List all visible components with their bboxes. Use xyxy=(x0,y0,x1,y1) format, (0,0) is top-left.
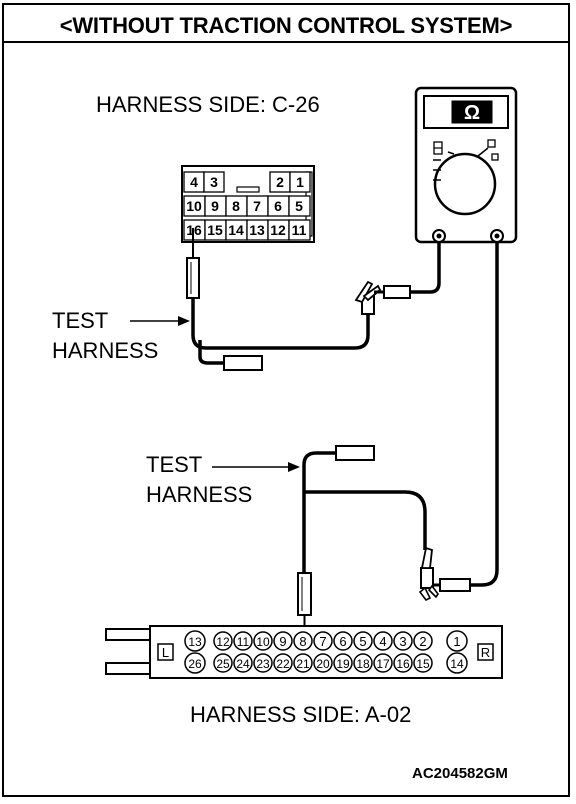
a02-pin-number: 13 xyxy=(188,635,202,649)
a02-pin-circle xyxy=(446,630,468,652)
a02-pin-number: 26 xyxy=(188,657,202,671)
a02-side-left: L xyxy=(162,645,169,660)
a02-pin-circle xyxy=(393,631,413,651)
a02-pin-circle xyxy=(353,631,373,651)
a02-pin-circle xyxy=(273,631,293,651)
c26-pin: 6 xyxy=(274,198,282,214)
a02-pin-number: 11 xyxy=(237,635,250,649)
figure-code: AC204582GM xyxy=(412,765,508,782)
a02-pin-number: 22 xyxy=(276,657,290,671)
a02-pin-circle xyxy=(253,631,273,651)
header-band: <WITHOUT TRACTION CONTROL SYSTEM> xyxy=(4,5,568,43)
c26-pin: 9 xyxy=(211,198,219,214)
test-harness-2-wires xyxy=(297,445,427,640)
a02-pin-circle xyxy=(333,653,353,673)
harness-side-a02-label: HARNESS SIDE: A-02 xyxy=(190,702,411,727)
a02-pin-number: 9 xyxy=(279,634,286,649)
c26-pin: 5 xyxy=(295,198,303,214)
a02-pin-number: 20 xyxy=(316,657,330,671)
a02-pin-number: 17 xyxy=(376,657,390,671)
a02-pin-number: 12 xyxy=(216,635,230,649)
a02-pin-circle xyxy=(313,653,333,673)
selector-dial xyxy=(433,152,497,216)
a02-pin-number: 16 xyxy=(396,657,410,671)
a02-pin-circle xyxy=(233,653,253,673)
a02-pin-circle xyxy=(373,653,393,673)
a02-side-right: R xyxy=(481,645,490,660)
a02-pin-number: 2 xyxy=(419,634,426,649)
c26-pin: 13 xyxy=(249,222,265,238)
c26-pin: 2 xyxy=(276,174,284,190)
a02-pin-circle xyxy=(393,653,413,673)
a02-pin-number: 25 xyxy=(216,657,230,671)
meter-lead-2 xyxy=(418,242,499,602)
a02-pin-circle xyxy=(413,653,433,673)
a02-pin-circle xyxy=(253,653,273,673)
test-harness-1-wires xyxy=(191,242,441,371)
c26-pin: 1 xyxy=(296,174,304,190)
a02-pin-number: 19 xyxy=(336,657,350,671)
a02-pin-number: 14 xyxy=(450,657,464,671)
c26-pin: 7 xyxy=(253,198,261,214)
a02-pin-number: 21 xyxy=(296,657,310,671)
a02-pin-number: 23 xyxy=(256,657,270,671)
a02-pin-circle xyxy=(273,653,293,673)
a02-pin-circle xyxy=(413,631,433,651)
c26-pin: 11 xyxy=(292,222,307,238)
a02-pin-circle xyxy=(313,631,333,651)
a02-pin-circle xyxy=(213,631,233,651)
c26-pin: 8 xyxy=(232,198,240,214)
a02-pin-circle xyxy=(293,653,313,673)
a02-pin-circle xyxy=(293,631,313,651)
c26-pin: 3 xyxy=(210,174,218,190)
c26-pin: 4 xyxy=(190,174,198,190)
test-harness-2-label: TEST HARNESS xyxy=(146,452,300,507)
c26-pin: 10 xyxy=(186,198,202,214)
connector-c26: 4 3 2 1 10 9 8 7 6 5 16 15 14 13 12 11 xyxy=(181,165,315,243)
a02-pin-number: 24 xyxy=(236,657,250,671)
a02-pin-circle xyxy=(184,630,206,652)
a02-pin-number: 5 xyxy=(359,634,366,649)
harness-side-c26-label: HARNESS SIDE: C-26 xyxy=(96,92,320,117)
test-harness-1-label: TEST HARNESS xyxy=(52,308,190,363)
a02-pin-number: 18 xyxy=(356,657,370,671)
figure-title: <WITHOUT TRACTION CONTROL SYSTEM> xyxy=(59,13,513,38)
test-harness-1-line-1: TEST xyxy=(52,308,108,333)
a02-pin-number: 1 xyxy=(453,634,460,649)
c26-pin: 16 xyxy=(186,222,202,238)
a02-pin-circle xyxy=(213,653,233,673)
a02-pin-number: 15 xyxy=(416,657,430,671)
test-harness-2-line-1: TEST xyxy=(146,452,202,477)
a02-pin-circle xyxy=(446,652,468,674)
c26-pin: 14 xyxy=(228,222,244,238)
a02-pin-circle xyxy=(184,652,206,674)
a02-pin-number: 4 xyxy=(379,634,386,649)
a02-pin-number: 3 xyxy=(399,634,406,649)
a02-pin-circle xyxy=(373,631,393,651)
c26-pin: 12 xyxy=(270,222,286,238)
a02-pin-circle xyxy=(353,653,373,673)
a02-pin-number: 10 xyxy=(256,635,270,649)
a02-pin-circle xyxy=(333,631,353,651)
a02-pin-circle xyxy=(233,631,253,651)
a02-pin-number: 6 xyxy=(339,634,346,649)
test-harness-1-line-2: HARNESS xyxy=(52,338,158,363)
ohm-display: Ω xyxy=(464,102,480,124)
ohmmeter: Ω xyxy=(414,86,518,244)
c26-pin: 15 xyxy=(207,222,223,238)
a02-pin-number: 7 xyxy=(319,634,326,649)
test-harness-2-line-2: HARNESS xyxy=(146,482,252,507)
a02-pin-number: 8 xyxy=(299,634,306,649)
